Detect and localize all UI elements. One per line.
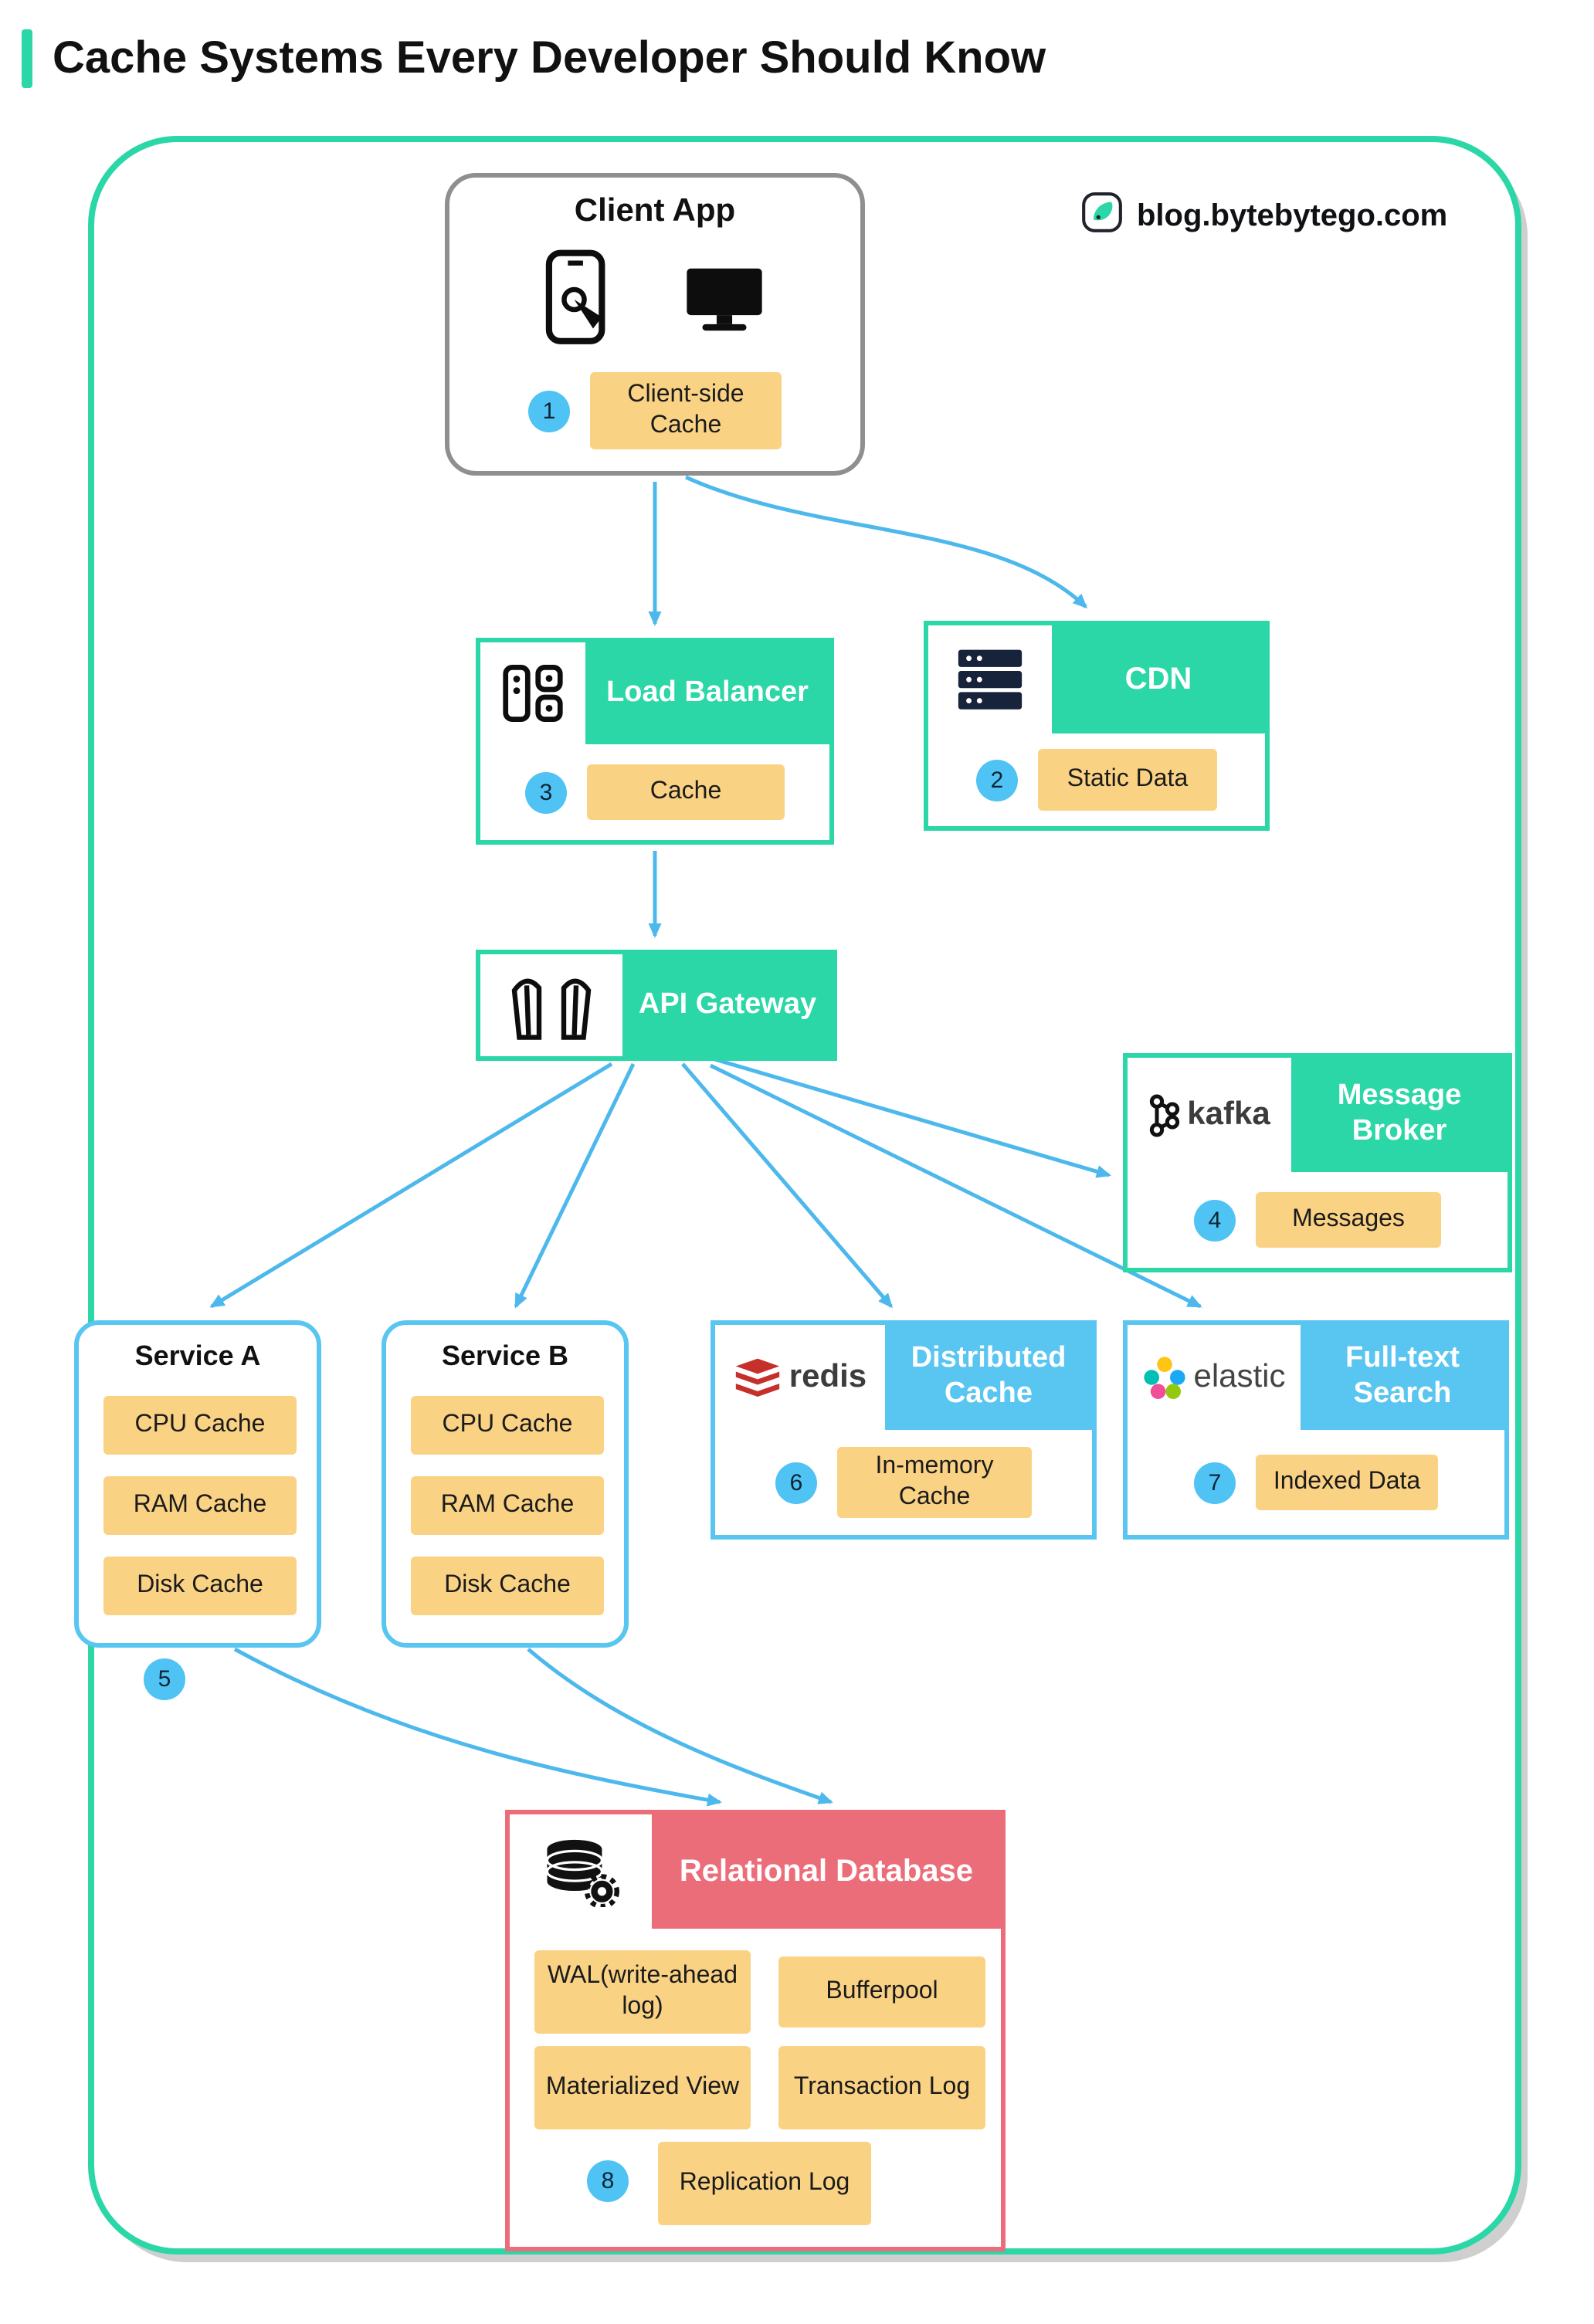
page-header: Cache Systems Every Developer Should Kno… (22, 29, 1046, 88)
service-a-disk-cache: Disk Cache (103, 1557, 297, 1615)
service-b-cpu-cache: CPU Cache (411, 1396, 604, 1455)
step-badge-3: 3 (525, 771, 567, 813)
service-b-node: Service B CPU Cache RAM Cache Disk Cache (382, 1320, 629, 1648)
diagram-frame (88, 136, 1521, 2255)
indexed-data-label: Indexed Data (1256, 1455, 1438, 1510)
message-broker-node: kafka Message Broker 4 Messages (1123, 1053, 1512, 1272)
api-gateway-node: API Gateway (476, 950, 837, 1061)
cdn-body: 2 Static Data (928, 733, 1265, 826)
database-icon (510, 1814, 652, 1929)
step-badge-7: 7 (1194, 1462, 1236, 1503)
service-a-cpu-cache: CPU Cache (103, 1396, 297, 1455)
load-balancer-title: Load Balancer (606, 676, 809, 709)
monitor-icon (684, 265, 765, 340)
message-broker-title: Message Broker (1337, 1079, 1462, 1147)
client-app-node: Client App 1 Client-side Cache (445, 173, 865, 476)
database-body: WAL(write-ahead log) Bufferpool Material… (510, 1929, 1001, 2247)
load-balancer-body: 3 Cache (480, 744, 829, 840)
bytebytego-logo-icon (1081, 191, 1123, 242)
static-data-label: Static Data (1038, 749, 1217, 811)
fulltext-search-body: 7 Indexed Data (1128, 1430, 1504, 1535)
relational-database-title: Relational Database (679, 1855, 974, 1889)
message-broker-body: 4 Messages (1128, 1172, 1508, 1268)
kafka-logo-icon: kafka (1128, 1058, 1291, 1172)
brand-text: blog.bytebytego.com (1137, 199, 1448, 233)
page-title: Cache Systems Every Developer Should Kno… (53, 33, 1046, 83)
lb-cache-label: Cache (587, 764, 785, 820)
materialized-view-label: Materialized View (534, 2046, 751, 2129)
messages-label: Messages (1256, 1192, 1441, 1248)
fulltext-search-node: elastic Full-text Search 7 Indexed Data (1123, 1320, 1509, 1540)
redis-logo-icon: redis (715, 1325, 885, 1430)
service-b-ram-cache: RAM Cache (411, 1476, 604, 1535)
service-a-node: Service A CPU Cache RAM Cache Disk Cache (74, 1320, 321, 1648)
load-balancer-node: Load Balancer 3 Cache (476, 638, 834, 845)
step-badge-6: 6 (775, 1462, 817, 1503)
service-b-disk-cache: Disk Cache (411, 1557, 604, 1615)
title-accent-bar (22, 29, 32, 88)
step-badge-1: 1 (528, 390, 570, 432)
client-side-cache-label: Client-side Cache (590, 372, 782, 449)
load-balancer-icon (480, 642, 585, 744)
api-gateway-title: API Gateway (638, 988, 817, 1021)
step-badge-8: 8 (587, 2160, 629, 2202)
service-a-ram-cache: RAM Cache (103, 1476, 297, 1535)
relational-database-node: Relational Database WAL(write-ahead log)… (505, 1810, 1006, 2251)
inmemory-cache-label: In-memory Cache (837, 1447, 1032, 1518)
redis-logo-text: redis (789, 1359, 867, 1394)
wal-label: WAL(write-ahead log) (534, 1950, 751, 2034)
step-badge-4: 4 (1194, 1199, 1236, 1241)
elastic-logo-text: elastic (1193, 1359, 1286, 1394)
distributed-cache-body: 6 In-memory Cache (715, 1430, 1092, 1535)
service-a-title: Service A (134, 1340, 261, 1371)
smartphone-touch-icon (545, 248, 613, 357)
cdn-title: CDN (1124, 662, 1192, 696)
transaction-log-label: Transaction Log (778, 2046, 985, 2129)
fulltext-search-title: Full-text Search (1345, 1342, 1460, 1410)
service-b-title: Service B (441, 1340, 569, 1371)
replication-log-label: Replication Log (658, 2142, 871, 2225)
api-gateway-icon (480, 954, 622, 1056)
cdn-node: CDN 2 Static Data (924, 621, 1270, 831)
step-badge-2: 2 (976, 759, 1018, 801)
distributed-cache-title: Distributed Cache (911, 1342, 1067, 1410)
elastic-logo-icon: elastic (1128, 1325, 1301, 1430)
step-badge-5: 5 (144, 1658, 185, 1700)
brand: blog.bytebytego.com (1081, 191, 1447, 242)
client-cache-row: 1 Client-side Cache (528, 372, 782, 449)
kafka-logo-text: kafka (1187, 1096, 1270, 1132)
bufferpool-label: Bufferpool (778, 1956, 985, 2028)
cdn-server-icon (928, 625, 1052, 733)
distributed-cache-node: redis Distributed Cache 6 In-memory Cach… (711, 1320, 1097, 1540)
client-app-title: Client App (574, 193, 736, 229)
client-app-icons (545, 239, 765, 366)
